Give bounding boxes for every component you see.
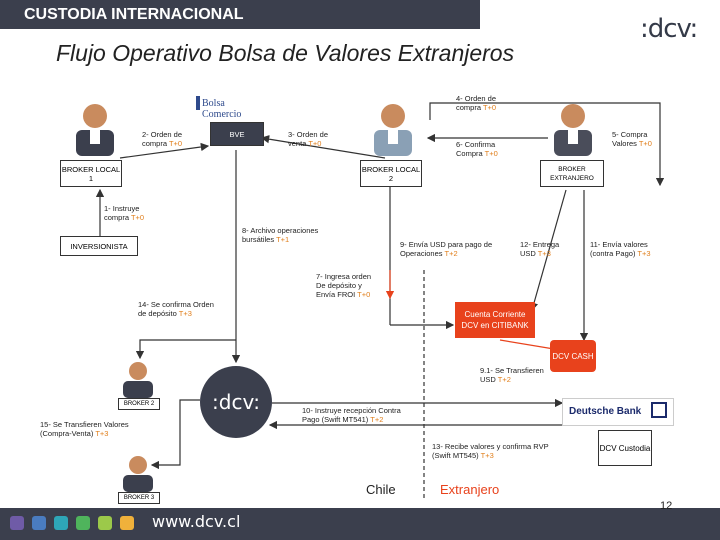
dcv-center-logo: :dcv: bbox=[200, 366, 272, 438]
broker-extranjero-box: BROKER EXTRANJERO bbox=[540, 160, 604, 187]
arrow-step3 bbox=[260, 135, 386, 159]
step9-label: 9- Envía USD para pago de Operaciones T+… bbox=[400, 240, 493, 258]
dot-icon bbox=[120, 516, 134, 530]
person-icon bbox=[76, 104, 114, 156]
deutsche-bank-icon bbox=[651, 402, 667, 418]
step13-label: 13- Recibe valores y confirma RVP (Swift… bbox=[432, 442, 549, 460]
arrow-step14 bbox=[135, 339, 236, 360]
footer-dots bbox=[0, 508, 150, 540]
step4-label: 4- Orden de compra T+0 bbox=[456, 94, 497, 112]
arrow-step12 bbox=[529, 189, 567, 312]
chile-label: Chile bbox=[366, 482, 396, 497]
bolsa-logo: Bolsa Comercio bbox=[196, 92, 266, 120]
dcv-logo: :dcv: bbox=[640, 14, 698, 44]
website-link[interactable]: www.dcv.cl bbox=[152, 512, 241, 531]
dot-icon bbox=[98, 516, 112, 530]
broker-local1-box: BROKER LOCAL 1 bbox=[60, 160, 122, 187]
bve-box: BVE bbox=[210, 122, 264, 146]
broker3-box: BROKER 3 bbox=[118, 492, 160, 504]
step91-label: 9.1- Se Transfieren USD T+2 bbox=[480, 366, 544, 384]
dot-icon bbox=[32, 516, 46, 530]
broker-local2-box: BROKER LOCAL 2 bbox=[360, 160, 422, 187]
step7-label: 7- Ingresa orden De depósito y Envía FRO… bbox=[316, 272, 372, 299]
page-number: 12 bbox=[660, 500, 673, 512]
dcv-custodia-box: DCV Custodia bbox=[598, 430, 652, 466]
page-title: Flujo Operativo Bolsa de Valores Extranj… bbox=[56, 40, 515, 66]
step11-label: 11- Envía valores (contra Pago) T+3 bbox=[590, 240, 651, 258]
step15-label: 15- Se Transfieren Valores (Compra-Venta… bbox=[40, 420, 129, 438]
section-title: CUSTODIA INTERNACIONAL bbox=[24, 6, 244, 23]
step6-label: 6- Confirma Compra T+0 bbox=[456, 140, 498, 158]
dcv-cash-box: DCV CASH bbox=[550, 340, 596, 372]
step1-label: 1- Instruye compra T+0 bbox=[104, 204, 145, 222]
extranjero-label: Extranjero bbox=[440, 482, 500, 497]
step12-label: 12- Entrega USD T+3 bbox=[520, 240, 560, 258]
arrow-step4 bbox=[429, 102, 665, 187]
step8-label: 8- Archivo operaciones bursátiles T+1 bbox=[242, 226, 319, 244]
step14-label: 14- Se confirma Orden de depósito T+3 bbox=[138, 300, 214, 318]
step10-label: 10- Instruye recepción Contra Pago (Swif… bbox=[302, 406, 401, 424]
step2-label: 2- Orden de compra T+0 bbox=[142, 130, 183, 148]
cuenta-corriente-box: Cuenta Corriente DCV en CITIBANK bbox=[455, 302, 535, 338]
arrow-step15 bbox=[150, 399, 200, 470]
person-icon bbox=[123, 362, 153, 398]
step5-label: 5- Compra Valores T+0 bbox=[612, 130, 652, 148]
person-icon bbox=[123, 456, 153, 492]
inversionista-box: INVERSIONISTA bbox=[60, 236, 138, 256]
dot-icon bbox=[10, 516, 24, 530]
broker2-box: BROKER 2 bbox=[118, 398, 160, 410]
person-icon bbox=[374, 104, 412, 156]
person-icon bbox=[554, 104, 592, 156]
arrow-step2 bbox=[119, 142, 210, 159]
step3-label: 3- Orden de venta T+0 bbox=[288, 130, 329, 148]
dot-icon bbox=[76, 516, 90, 530]
deutsche-bank-logo: Deutsche Bank bbox=[562, 398, 674, 426]
dot-icon bbox=[54, 516, 68, 530]
header-bar: CUSTODIA INTERNACIONAL bbox=[0, 0, 480, 29]
